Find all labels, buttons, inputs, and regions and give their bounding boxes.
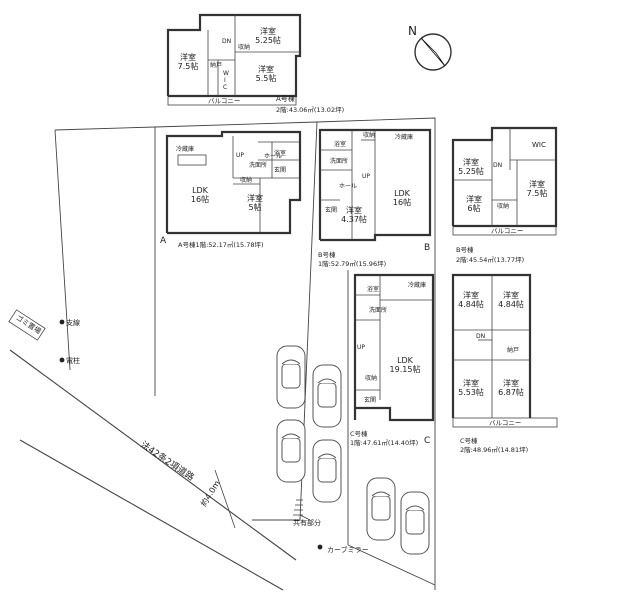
parked-car (276, 419, 306, 483)
b1-caption: B号棟 (318, 250, 336, 259)
parked-car (312, 364, 342, 428)
c1-fridge: 冷蔵庫 (408, 281, 426, 289)
garbage-site: ゴミ置場 (8, 309, 46, 341)
shared-area-label: 共有部分 (293, 518, 321, 527)
b1-entrance: 玄関 (325, 206, 337, 214)
c2-closet: 納戸 (507, 346, 519, 354)
pole1-label: 支線 (66, 318, 80, 327)
b2-dn: DN (493, 162, 502, 169)
c1-up: UP (357, 344, 365, 351)
north-label: N (408, 24, 417, 38)
mirror-dot (317, 544, 323, 550)
public-road (9, 349, 297, 591)
c1-entrance: 玄関 (364, 396, 376, 404)
c1-closet: 収納 (365, 374, 377, 382)
c2-area: 2階:48.96㎡(14.81坪) (460, 445, 528, 454)
north-arrow: N (408, 24, 452, 71)
b2-caption: B号棟 (456, 245, 474, 254)
a2-closet: 収納 (238, 43, 250, 51)
parked-car (312, 439, 342, 503)
parked-car (400, 491, 430, 555)
b2-area: 2階:45.54㎡(13.77坪) (456, 255, 524, 264)
parking-cars (276, 345, 430, 555)
b1-washroom: 洗面所 (330, 157, 348, 165)
a2-caption: A号棟 (276, 94, 295, 103)
b1-up: UP (362, 173, 370, 180)
shared-area-hatch (293, 499, 303, 516)
b1-fridge: 冷蔵庫 (395, 133, 413, 141)
a1-up: UP (236, 152, 244, 159)
a1-caption: A号棟1階:52.17㎡(15.78坪) (178, 240, 264, 249)
a1-washroom: 洗面所 (249, 161, 267, 169)
parked-car (276, 345, 306, 409)
mirror-label: カーブミラー (327, 545, 369, 554)
b1-bath: 浴室 (334, 140, 346, 148)
road-label: 法42条2項道路 (138, 439, 196, 484)
c2-balcony: バルコニー (489, 419, 521, 427)
c2-caption: C号棟 (460, 436, 478, 445)
utility-pole-dot (59, 357, 65, 363)
a1-bath: 浴室 (274, 149, 286, 157)
b2-wic: WIC (532, 141, 546, 149)
c1-bath: 浴室 (367, 285, 379, 293)
a2-dn: DN (222, 38, 231, 45)
c-letter: C (424, 436, 430, 446)
b1-hall: ホール (339, 183, 357, 190)
a1-closet: 収納 (240, 176, 252, 184)
pole2-label: 電柱 (66, 356, 80, 365)
a2-balcony: バルコニー (208, 97, 240, 105)
a1-fridge: 冷蔵庫 (176, 145, 194, 153)
a-letter: A (160, 236, 167, 246)
b-letter: B (424, 243, 430, 253)
parked-car (366, 477, 396, 541)
b2-closet: 収納 (497, 202, 509, 210)
c1-washroom: 洗面所 (369, 306, 387, 314)
a2-storage: 納戸 (210, 61, 222, 69)
guy-wire-dot (59, 319, 65, 325)
a1-entrance: 玄関 (274, 166, 286, 174)
site-lot-lines (54, 117, 436, 590)
a1-hall: ホール (264, 153, 282, 160)
c2-dn: DN (476, 333, 485, 340)
c1-caption: C号棟 (350, 429, 368, 438)
c1-area: 1階:47.61㎡(14.40坪) (350, 438, 418, 447)
a2-area: 2階:43.06㎡(13.02坪) (276, 105, 344, 114)
b1-closet: 収納 (363, 131, 375, 139)
b2-balcony: バルコニー (491, 227, 523, 235)
b1-area: 1階:52.79㎡(15.96坪) (318, 259, 386, 268)
